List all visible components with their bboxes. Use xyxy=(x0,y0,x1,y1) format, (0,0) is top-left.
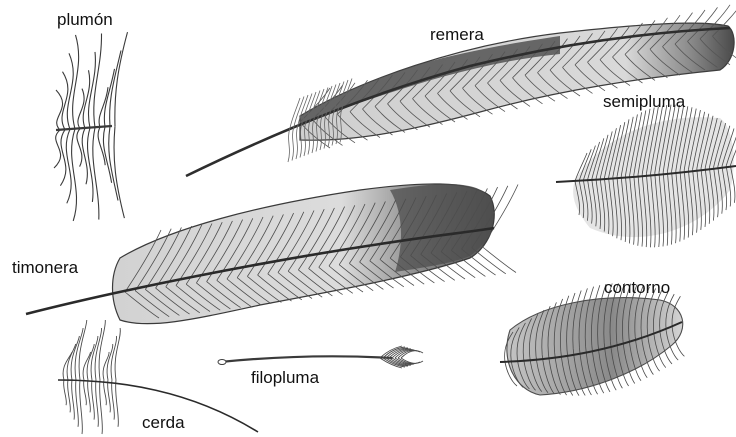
feather-barb xyxy=(60,130,65,186)
label-remera: remera xyxy=(430,26,484,43)
feather-barb xyxy=(93,128,99,220)
feather-barb xyxy=(95,328,102,380)
feather-barb xyxy=(104,380,107,405)
feather-barb xyxy=(56,90,63,130)
feather-barb xyxy=(66,129,71,203)
feather-barb xyxy=(109,127,118,201)
feather-barb xyxy=(68,380,71,412)
feather-barb xyxy=(115,32,128,126)
feather-barb xyxy=(82,128,87,184)
feather-barb xyxy=(84,380,87,405)
feather-barb xyxy=(72,129,77,221)
label-semipluma: semipluma xyxy=(603,93,685,110)
feather-barb xyxy=(54,130,61,168)
filopluma-feather xyxy=(218,346,423,368)
feather-barb xyxy=(116,380,119,427)
feather-barb xyxy=(112,380,115,420)
label-filopluma: filopluma xyxy=(251,369,319,386)
feather-barb xyxy=(64,380,67,405)
feather-barb xyxy=(296,125,298,159)
feather-barb xyxy=(292,127,294,161)
plumon-feather xyxy=(54,32,128,221)
feather-barb xyxy=(114,126,124,218)
feather-barb xyxy=(103,127,111,183)
semipluma-feather xyxy=(556,105,736,248)
feather-barb xyxy=(100,380,103,434)
feather-barb xyxy=(99,320,105,380)
feather-barb xyxy=(87,344,94,380)
feather-barb xyxy=(83,352,90,380)
feather-barb xyxy=(77,129,82,167)
feather-barb xyxy=(88,380,91,412)
label-cerda: cerda xyxy=(136,414,191,435)
feather-barb xyxy=(288,128,290,162)
feather-barb xyxy=(115,328,120,380)
feather-barb xyxy=(73,35,79,129)
contorno-feather xyxy=(500,283,684,395)
feather-barb xyxy=(72,380,75,420)
feather-barb xyxy=(76,380,79,427)
feather-barb xyxy=(62,72,68,130)
label-timonera: timonera xyxy=(12,259,78,276)
feather-barb xyxy=(96,380,99,427)
timonera-feather xyxy=(26,184,518,324)
feather-barb xyxy=(99,87,108,127)
label-contorno: contorno xyxy=(604,279,670,296)
feather-barb xyxy=(103,352,109,380)
feather-barb xyxy=(87,128,93,202)
label-plumon: plumón xyxy=(57,11,113,28)
feather-barb xyxy=(80,380,83,434)
feather-barb xyxy=(108,380,111,412)
feather-barb xyxy=(91,336,98,380)
feather-barb xyxy=(92,380,95,420)
